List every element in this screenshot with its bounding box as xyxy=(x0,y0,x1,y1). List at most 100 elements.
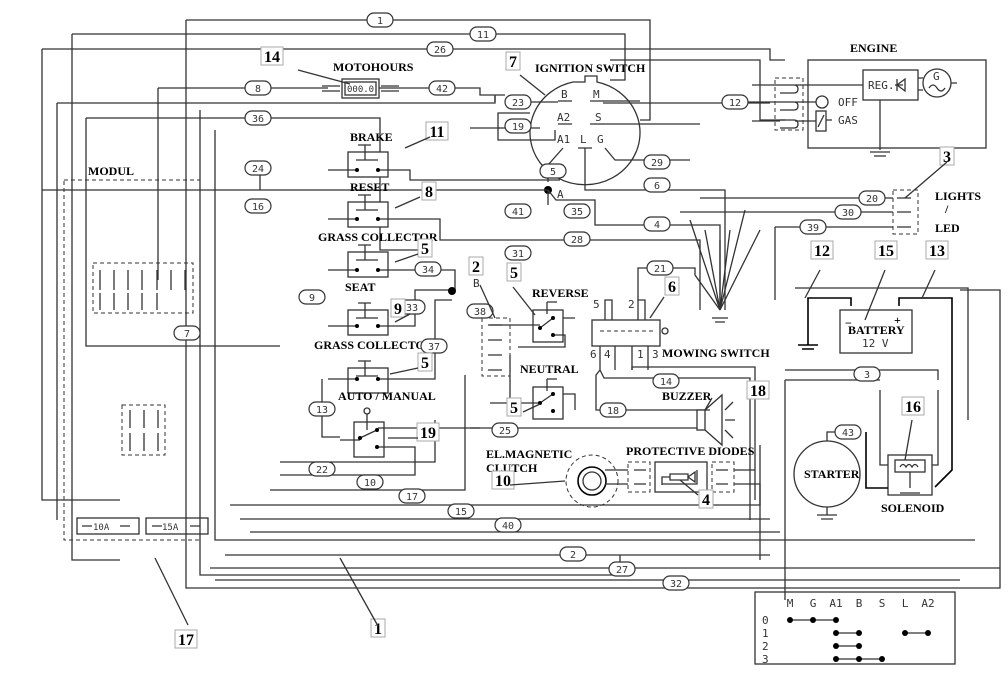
wire-label-24: 24 xyxy=(244,160,272,176)
battery-voltage: 12 V xyxy=(862,337,889,350)
ref-connector-b: 2 xyxy=(468,256,484,276)
ref-ignition: 7 xyxy=(505,51,521,71)
svg-text:21: 21 xyxy=(654,264,666,275)
wire-label-42: 42 xyxy=(428,80,456,96)
svg-text:11: 11 xyxy=(477,30,489,41)
reset-switch: RESET xyxy=(328,180,701,310)
svg-text:18: 18 xyxy=(750,383,766,400)
truth-dot xyxy=(833,656,839,662)
svg-text:36: 36 xyxy=(252,114,264,125)
wire-label-25: 25 xyxy=(491,422,519,438)
wire-label-27: 27 xyxy=(608,561,636,577)
wire-label-1: 1 xyxy=(366,12,394,28)
wire-label-14: 14 xyxy=(652,373,680,389)
battery-minus: − xyxy=(845,316,852,330)
svg-text:5: 5 xyxy=(550,167,556,178)
truth-col-m: M xyxy=(787,597,794,610)
truth-dot xyxy=(787,617,793,623)
wire-label-30: 30 xyxy=(834,204,862,220)
seat-switch: SEAT B xyxy=(328,277,480,336)
svg-text:8: 8 xyxy=(425,184,433,201)
ref-plus-cable: 13 xyxy=(925,240,949,260)
mowing-pin-3: 3 xyxy=(652,348,659,361)
reset-label: RESET xyxy=(350,180,389,194)
grass-collector-1-switch: GRASS COLLECTOR xyxy=(318,230,456,290)
wire-label-38: 38 xyxy=(466,303,494,319)
battery: − + BATTERY 12 V xyxy=(795,287,969,488)
grass-collector-2-switch: GRASS COLLECTOR xyxy=(314,299,452,438)
node-a-label: A xyxy=(557,188,564,201)
protective-diodes: PROTECTIVE DIODES xyxy=(605,444,761,560)
svg-text:11: 11 xyxy=(429,124,444,141)
terminal-a2: A2 xyxy=(557,111,570,124)
svg-text:4: 4 xyxy=(654,220,660,231)
modul-label: MODUL xyxy=(88,164,134,178)
starter-label: STARTER xyxy=(804,467,860,481)
terminal-s: S xyxy=(595,111,602,124)
svg-text:5: 5 xyxy=(510,400,518,417)
ref-ground: 12 xyxy=(810,240,834,260)
truth-col-a2: A2 xyxy=(921,597,934,610)
wire-group-top xyxy=(42,19,785,251)
ref-motohours: 14 xyxy=(260,46,284,66)
svg-text:27: 27 xyxy=(616,565,628,576)
terminal-l: L xyxy=(580,133,587,146)
truth-row-3: 3 xyxy=(762,653,769,666)
svg-text:35: 35 xyxy=(571,207,583,218)
wire-label-31: 31 xyxy=(504,245,532,261)
motohours: 000.0 MOTOHOURS xyxy=(322,60,414,99)
lights-slash: / xyxy=(944,202,949,216)
wire-label-35: 35 xyxy=(563,203,591,219)
truth-col-b: B xyxy=(856,597,863,610)
led-label: LED xyxy=(935,221,960,235)
svg-text:5: 5 xyxy=(510,265,518,282)
truth-dot xyxy=(879,656,885,662)
truth-col-l: L xyxy=(902,597,909,610)
ref-reset: 8 xyxy=(421,181,437,201)
brake-label: BRAKE xyxy=(350,130,393,144)
truth-dot xyxy=(833,643,839,649)
wire-label-20: 20 xyxy=(858,190,886,206)
truth-col-g: G xyxy=(810,597,817,610)
svg-text:12: 12 xyxy=(729,98,741,109)
wire-label-12: 12 xyxy=(721,94,749,110)
wire-label-2: 2 xyxy=(559,546,587,562)
wire-label-29: 29 xyxy=(643,154,671,170)
svg-text:14: 14 xyxy=(660,377,672,388)
battery-label: BATTERY xyxy=(848,323,905,337)
clutch-label-1: EL.MAGNETIC xyxy=(486,447,572,461)
svg-text:25: 25 xyxy=(499,426,511,437)
lights-label: LIGHTS xyxy=(935,189,981,203)
svg-text:17: 17 xyxy=(406,492,418,503)
modul-terminals-top xyxy=(99,270,186,310)
gas-label: GAS xyxy=(838,114,858,127)
truth-dot xyxy=(856,630,862,636)
svg-text:9: 9 xyxy=(394,301,402,318)
svg-text:18: 18 xyxy=(607,406,619,417)
truth-col-a1: A1 xyxy=(829,597,842,610)
svg-text:42: 42 xyxy=(436,84,448,95)
wire-label-16: 16 xyxy=(244,198,272,214)
ref-solenoid: 16 xyxy=(901,396,925,416)
svg-text:10: 10 xyxy=(495,473,511,490)
svg-text:38: 38 xyxy=(474,307,486,318)
wire-label-18: 18 xyxy=(599,402,627,418)
wire-label-15: 15 xyxy=(447,503,475,519)
svg-text:1: 1 xyxy=(377,16,383,27)
terminal-g: G xyxy=(597,133,604,146)
svg-text:15: 15 xyxy=(455,507,467,518)
modul: MODUL 10A 15A xyxy=(63,164,209,541)
svg-text:10: 10 xyxy=(364,478,376,489)
ref-brake: 11 xyxy=(425,121,449,141)
svg-text:29: 29 xyxy=(651,158,663,169)
wire-label-3: 3 xyxy=(853,366,881,382)
svg-text:9: 9 xyxy=(309,293,315,304)
ref-auto-manual: 19 xyxy=(416,422,440,442)
truth-dot xyxy=(810,617,816,623)
leader-lines xyxy=(154,69,948,627)
terminal-m: M xyxy=(593,88,600,101)
engine-label: ENGINE xyxy=(850,41,897,55)
